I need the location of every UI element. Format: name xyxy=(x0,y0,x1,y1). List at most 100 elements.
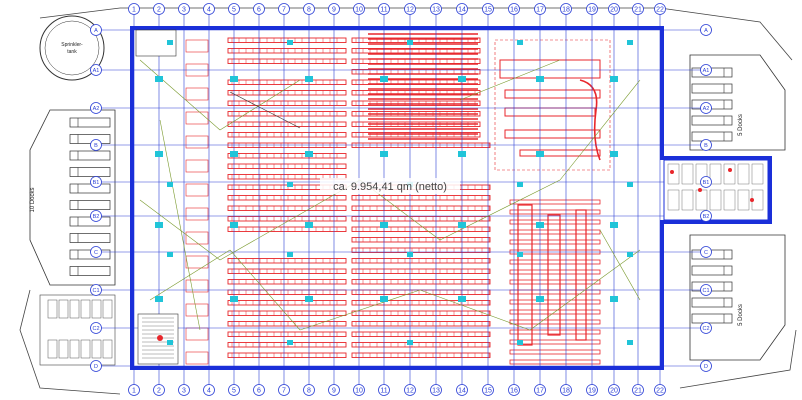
column-bubble xyxy=(608,3,620,15)
annotation-leader xyxy=(559,79,641,181)
column-bubble xyxy=(303,384,315,396)
dock-door xyxy=(691,115,733,126)
sprinkler-marker xyxy=(305,76,313,82)
rack-row xyxy=(509,339,601,345)
row-bubble-label: C2 xyxy=(702,326,709,332)
parking-stall xyxy=(69,339,80,359)
row-bubble-label: A xyxy=(704,28,708,34)
dock-door xyxy=(691,249,733,260)
column-bubble xyxy=(128,3,140,15)
column-bubble xyxy=(632,3,644,15)
rack-row xyxy=(227,79,347,85)
column-bubble-label: 11 xyxy=(380,7,387,14)
row-bubble xyxy=(90,246,102,258)
column-bubble-label: 15 xyxy=(484,7,492,14)
parking-stall xyxy=(91,299,102,319)
sprinkler-marker xyxy=(627,40,633,45)
column-bubble-label: 16 xyxy=(510,7,518,14)
column-bubble xyxy=(430,3,442,15)
rack-bay xyxy=(185,351,209,365)
dock-door xyxy=(691,131,733,142)
column-bubble-label: 17 xyxy=(536,388,544,395)
sprinkler-marker xyxy=(167,252,173,257)
parking-stall xyxy=(58,299,69,319)
rack-row xyxy=(351,300,491,306)
sprinkler-marker xyxy=(407,252,413,257)
sprinkler-marker xyxy=(305,222,313,228)
column-bubble xyxy=(253,384,265,396)
row-bubble xyxy=(700,64,712,76)
office-room xyxy=(709,163,722,185)
column-bubble-label: 5 xyxy=(232,7,236,14)
annotation-leader xyxy=(299,289,421,331)
rack-row xyxy=(509,299,601,305)
sprinkler-marker xyxy=(536,76,544,82)
rack-row xyxy=(351,268,491,274)
sprinkler-marker xyxy=(380,76,388,82)
row-bubble xyxy=(90,64,102,76)
annotation-leader xyxy=(229,249,301,331)
rack-bay xyxy=(185,135,209,149)
rack-row xyxy=(509,219,601,225)
sprinkler-marker xyxy=(627,252,633,257)
column-bubble-label: 1 xyxy=(132,388,136,395)
rack-bay xyxy=(185,279,209,293)
right-docks-bottom-label: 5 Docks xyxy=(738,304,744,326)
conveyor-section xyxy=(504,89,601,99)
row-bubble xyxy=(90,360,102,372)
column-bubble-label: 7 xyxy=(282,7,286,14)
column-bubble-label: 8 xyxy=(307,388,311,395)
row-bubble-label: B2 xyxy=(703,214,710,220)
sprinkler-marker xyxy=(458,296,466,302)
annotation-leader xyxy=(419,289,531,331)
annotation-leader xyxy=(529,249,641,331)
sprinkler-marker xyxy=(627,340,633,345)
column-bubble xyxy=(153,384,165,396)
conveyor-loop xyxy=(579,79,601,161)
column-bubble xyxy=(278,384,290,396)
dock-door xyxy=(69,249,111,260)
row-bubble-label: A1 xyxy=(93,68,100,74)
annotation-leader xyxy=(599,229,641,301)
rack-row xyxy=(509,359,601,365)
column-bubble xyxy=(654,384,666,396)
sprinkler-marker xyxy=(627,182,633,187)
parking-stall xyxy=(80,339,91,359)
column-bubble xyxy=(153,3,165,15)
column-bubble xyxy=(378,3,390,15)
row-bubble-label: D xyxy=(704,364,708,370)
column-bubble xyxy=(253,3,265,15)
dock-door xyxy=(69,134,111,144)
row-bubble-label: A xyxy=(94,28,98,34)
column-bubble xyxy=(203,3,215,15)
rack-row xyxy=(227,216,347,222)
rack-row xyxy=(351,321,491,327)
sprinkler-marker xyxy=(155,76,163,82)
row-bubble xyxy=(90,322,102,334)
annotation-lines xyxy=(139,59,641,331)
sprinkler-marker xyxy=(536,222,544,228)
annotation-leader xyxy=(219,79,301,131)
annotation-leader xyxy=(439,179,561,241)
tank-label-line2: tank xyxy=(67,49,77,55)
sprinkler-marker xyxy=(610,296,618,302)
dock-door xyxy=(691,313,733,324)
rack-row xyxy=(509,199,601,205)
rack-row xyxy=(351,226,491,232)
row-bubble xyxy=(700,24,712,36)
column-bubble xyxy=(353,3,365,15)
column-bubble-label: 15 xyxy=(484,388,492,395)
column-bubble xyxy=(534,3,546,15)
left-docks-label: 10 Docks xyxy=(30,187,36,212)
dock-door xyxy=(69,266,111,276)
dimension-line xyxy=(229,91,301,129)
conveyor-section xyxy=(504,129,601,139)
sprinkler-marker xyxy=(610,76,618,82)
rack-row xyxy=(227,205,347,211)
column-bubble xyxy=(608,384,620,396)
rack-aisle-block xyxy=(517,204,533,346)
rack-row xyxy=(509,259,601,265)
sprinkler-marker xyxy=(517,340,523,345)
dock-door xyxy=(691,99,733,110)
